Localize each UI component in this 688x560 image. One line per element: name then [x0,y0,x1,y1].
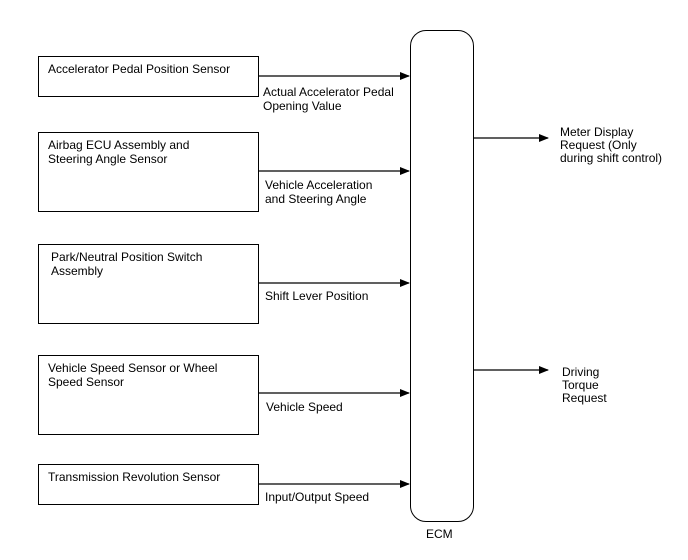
signal-vehicle-acceleration: Vehicle Acceleration and Steering Angle [265,178,372,206]
output-driving-torque-request: Driving Torque Request [562,366,607,405]
signal-accelerator-line-1: Actual Accelerator Pedal [263,85,394,99]
box-park-neutral-switch: Park/Neutral Position Switch Assembly [38,244,259,324]
signal-accelerator-opening: Actual Accelerator Pedal Opening Value [263,85,394,113]
signal-vehicle-speed-line-1: Vehicle Speed [266,400,343,414]
box-vehicle-speed-line-2: Speed Sensor [48,375,125,389]
box-transmission-revolution-sensor: Transmission Revolution Sensor [38,464,259,505]
box-park-neutral-line-1: Park/Neutral Position Switch [51,250,203,264]
box-park-neutral-line-2: Assembly [51,264,104,278]
signal-shift-lever-line-1: Shift Lever Position [265,289,369,303]
signal-input-output-line-1: Input/Output Speed [265,490,370,504]
ecm-label: ECM [426,527,453,541]
output-meter-line-3: during shift control) [560,151,663,165]
box-accelerator-pedal-sensor: Accelerator Pedal Position Sensor [38,56,259,97]
output-meter-line-2: Request (Only [560,138,637,152]
box-airbag-line-1: Airbag ECU Assembly and [48,138,190,152]
output-torque-line-3: Request [562,391,607,405]
output-meter-line-1: Meter Display [560,125,634,139]
output-torque-line-1: Driving [562,365,600,379]
box-vehicle-speed-sensor: Vehicle Speed Sensor or Wheel Speed Sens… [38,355,259,435]
box-airbag-line-2: Steering Angle Sensor [48,152,168,166]
box-accelerator-line-1: Accelerator Pedal Position Sensor [48,62,231,76]
box-vehicle-speed-line-1: Vehicle Speed Sensor or Wheel [48,361,218,375]
ecm-block [410,30,474,522]
signal-acceleration-line-1: Vehicle Acceleration [265,178,373,192]
signal-accelerator-line-2: Opening Value [263,99,342,113]
output-torque-line-2: Torque [562,378,599,392]
signal-acceleration-line-2: and Steering Angle [265,192,367,206]
box-transmission-line-1: Transmission Revolution Sensor [48,470,221,484]
signal-shift-lever-position: Shift Lever Position [265,289,368,303]
box-airbag-ecu: Airbag ECU Assembly and Steering Angle S… [38,132,259,212]
signal-input-output-speed: Input/Output Speed [265,490,369,504]
output-meter-display-request: Meter Display Request (Only during shift… [560,126,662,165]
signal-vehicle-speed: Vehicle Speed [266,400,343,414]
